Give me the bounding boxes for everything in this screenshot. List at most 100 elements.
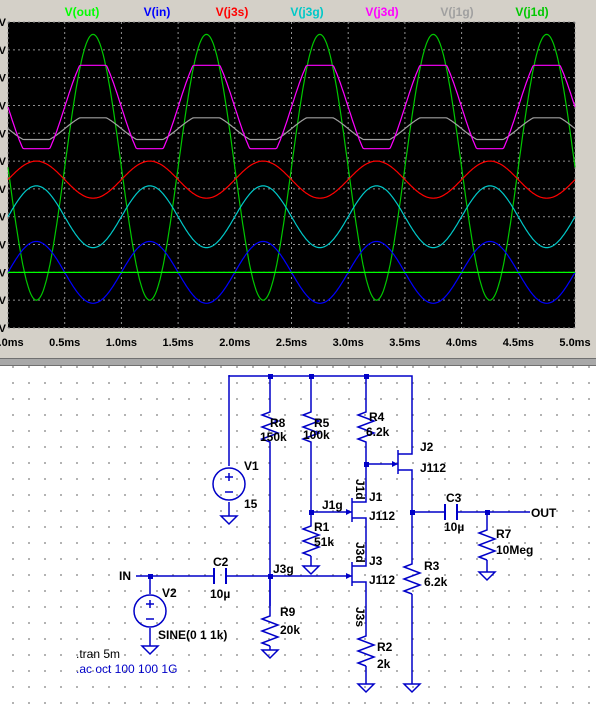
- x-axis-ticks: 0.0ms 0.5ms 1.0ms 1.5ms 2.0ms 2.5ms 3.0ms 3.5ms…: [0, 337, 591, 349]
- trace-legend[interactable]: V(out) V(in) V(j3s) V(j3g) V(j3d) V(j1g) V(j1d…: [65, 5, 549, 19]
- voltage-sources: [133, 467, 246, 628]
- y-tick-label: 0.0V: [0, 267, 7, 279]
- c3-capacitor: [444, 504, 458, 520]
- y-tick-label: 4.5V: [0, 128, 7, 140]
- r1-resistor: [300, 522, 322, 557]
- r9-ref: R9: [280, 605, 296, 619]
- pane-splitter[interactable]: [0, 358, 596, 366]
- r5-value: 100k: [303, 428, 330, 442]
- net-label-j1g: J1g: [322, 498, 343, 512]
- y-tick-label: 2.7V: [0, 184, 7, 196]
- capacitors: [213, 504, 458, 584]
- y-tick-label: 6.3V: [0, 73, 7, 85]
- c2-ref: C2: [213, 555, 229, 569]
- v1-source: [212, 467, 246, 501]
- r4-value: 6.2k: [366, 425, 390, 439]
- j2-ref: J2: [420, 440, 434, 454]
- legend-entry[interactable]: V(j3d): [365, 5, 398, 19]
- x-tick-label: 2.0ms: [219, 337, 250, 349]
- v2-value: SINE(0 1 1k): [158, 628, 227, 642]
- r8-ref: R8: [270, 416, 286, 430]
- legend-entry[interactable]: V(j3g): [290, 5, 323, 19]
- r3-value: 6.2k: [424, 575, 448, 589]
- ac-directive: .ac oct 100 100 1G: [76, 662, 177, 676]
- net-label-j1d: J1d: [353, 479, 367, 500]
- j3-ref: J3: [369, 554, 383, 568]
- j3-model: J112: [369, 573, 395, 587]
- y-tick-label: 1.8V: [0, 212, 7, 224]
- waveform-plot[interactable]: V(out) V(in) V(j3s) V(j3g) V(j3d) V(j1g) V(j1d…: [0, 0, 596, 358]
- ground-icon: [356, 683, 376, 694]
- x-tick-label: 2.5ms: [276, 337, 307, 349]
- legend-entry[interactable]: V(j1g): [440, 5, 473, 19]
- r3-resistor: [401, 560, 423, 595]
- tran-directive: .tran 5m: [76, 647, 120, 661]
- trace-vj1d: [7, 33, 576, 301]
- ground-icon: [402, 683, 422, 694]
- component-labels: R4 6.2k R8 150k R5 100k J2 J112 V1 15 J1…: [158, 410, 533, 671]
- junctions: [148, 374, 490, 579]
- r7-value: 10Meg: [496, 543, 533, 557]
- r4-resistor: [355, 406, 377, 446]
- wires: [136, 375, 530, 684]
- v2-ref: V2: [162, 586, 177, 600]
- net-label-j3s: J3s: [353, 607, 367, 627]
- legend-entry[interactable]: V(in): [144, 5, 171, 19]
- c2-capacitor: [213, 568, 227, 584]
- r8-resistor: [259, 406, 281, 446]
- jfet-arrows: [346, 461, 398, 579]
- r7-resistor: [476, 526, 498, 561]
- r5-resistor: [300, 406, 322, 446]
- v1-ref: V1: [244, 459, 259, 473]
- schematic-editor[interactable]: R4 6.2k R8 150k R5 100k J2 J112 V1 15 J1…: [0, 366, 596, 706]
- net-labels: J1d J1g J3d J3g J3s IN OUT: [119, 479, 557, 627]
- r2-resistor: [355, 632, 377, 667]
- x-tick-label: 1.5ms: [162, 337, 193, 349]
- c3-value: 10µ: [444, 520, 464, 534]
- r8-value: 150k: [260, 430, 287, 444]
- x-tick-label: 4.5ms: [503, 337, 534, 349]
- ground-icon: [140, 645, 160, 656]
- c2-value: 10µ: [210, 587, 230, 601]
- waveform-viewer[interactable]: V(out) V(in) V(j3s) V(j3g) V(j3d) V(j1g) V(j1d…: [0, 0, 596, 358]
- net-label-j3g: J3g: [273, 562, 294, 576]
- x-tick-label: 1.0ms: [106, 337, 137, 349]
- legend-entry[interactable]: V(j1d): [515, 5, 548, 19]
- v1-value: 15: [244, 497, 258, 511]
- r4-ref: R4: [369, 410, 385, 424]
- j2-model: J112: [420, 461, 446, 475]
- trace-vj3d: [7, 64, 576, 150]
- x-tick-label: 5.0ms: [559, 337, 590, 349]
- trace-vj3s: [7, 160, 576, 199]
- r1-value: 51k: [314, 535, 334, 549]
- plot-traces: [7, 33, 576, 304]
- net-label-j3d: J3d: [353, 542, 367, 563]
- y-tick-label: 7.2V: [0, 45, 7, 57]
- ground-icon: [477, 571, 497, 582]
- y-tick-label: 0.9V: [0, 240, 7, 252]
- x-tick-label: 3.0ms: [333, 337, 364, 349]
- ground-icon: [301, 565, 321, 576]
- net-label-in: IN: [119, 569, 131, 583]
- x-tick-label: 0.0ms: [0, 337, 24, 349]
- j2-jfet: [394, 446, 413, 478]
- legend-entry[interactable]: V(j3s): [216, 5, 249, 19]
- y-tick-label: -1.8V: [0, 323, 7, 335]
- r3-ref: R3: [424, 559, 440, 573]
- r5-ref: R5: [314, 416, 330, 430]
- x-tick-label: 0.5ms: [49, 337, 80, 349]
- net-label-out: OUT: [531, 506, 557, 520]
- r1-ref: R1: [314, 520, 330, 534]
- ground-icon: [219, 515, 239, 526]
- legend-entry[interactable]: V(out): [65, 5, 100, 19]
- trace-vj3g: [7, 185, 576, 249]
- y-tick-label: 3.6V: [0, 156, 7, 168]
- ground-icon: [260, 649, 280, 660]
- x-tick-label: 3.5ms: [389, 337, 420, 349]
- c3-ref: C3: [446, 491, 462, 505]
- spice-directives[interactable]: .tran 5m .ac oct 100 100 1G: [76, 647, 177, 676]
- j1-model: J112: [369, 509, 395, 523]
- resistors: [259, 406, 498, 667]
- schematic-canvas[interactable]: R4 6.2k R8 150k R5 100k J2 J112 V1 15 J1…: [0, 366, 596, 706]
